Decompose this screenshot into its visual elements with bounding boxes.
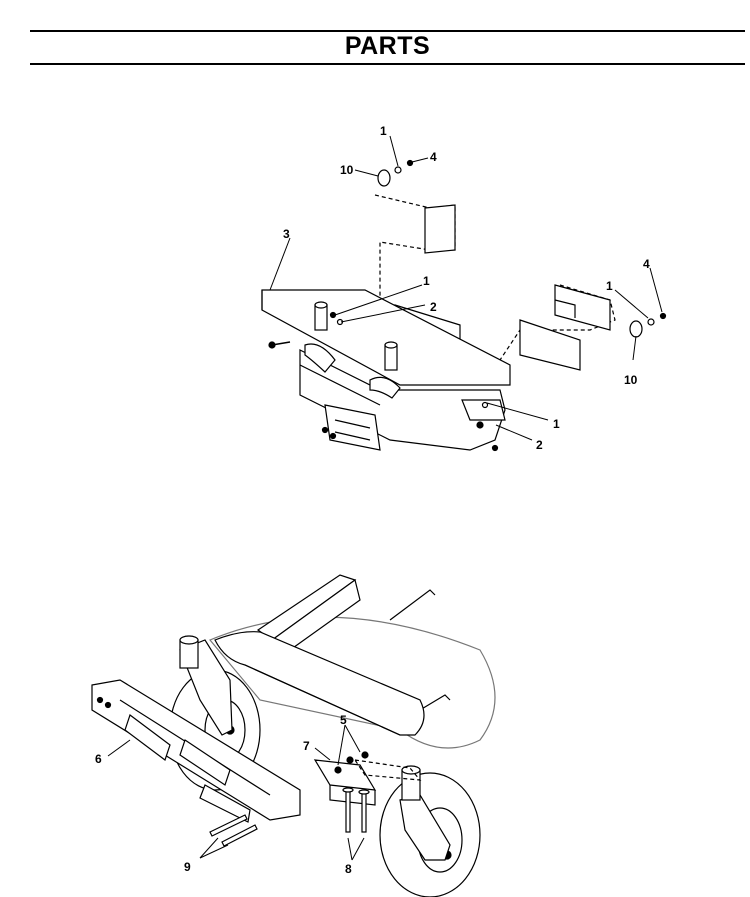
bottom-figure-callouts: 5 7 6 9 8 — [95, 713, 352, 876]
callout-1: 1 — [553, 417, 560, 431]
callout-5: 5 — [340, 713, 347, 727]
bumper-frame-diagram — [261, 135, 667, 452]
callout-7: 7 — [303, 739, 310, 753]
callout-3: 3 — [283, 227, 290, 241]
callout-9: 9 — [184, 860, 191, 874]
caster-bumper-diagram — [91, 574, 496, 897]
callout-1: 1 — [606, 279, 613, 293]
header-bottom-rule — [30, 63, 745, 65]
callout-6: 6 — [95, 752, 102, 766]
callout-10: 10 — [624, 373, 638, 387]
callout-2: 2 — [430, 300, 437, 314]
callout-10: 10 — [340, 163, 354, 177]
callout-4: 4 — [430, 150, 437, 164]
callout-1: 1 — [423, 274, 430, 288]
callout-8: 8 — [345, 862, 352, 876]
callout-4: 4 — [643, 257, 650, 271]
callout-2: 2 — [536, 438, 543, 452]
top-figure-callouts: 1 10 4 3 1 2 4 1 10 1 2 — [283, 124, 650, 452]
page-title: PARTS — [344, 32, 431, 60]
callout-1: 1 — [380, 124, 387, 138]
header-top-rule — [30, 30, 745, 32]
